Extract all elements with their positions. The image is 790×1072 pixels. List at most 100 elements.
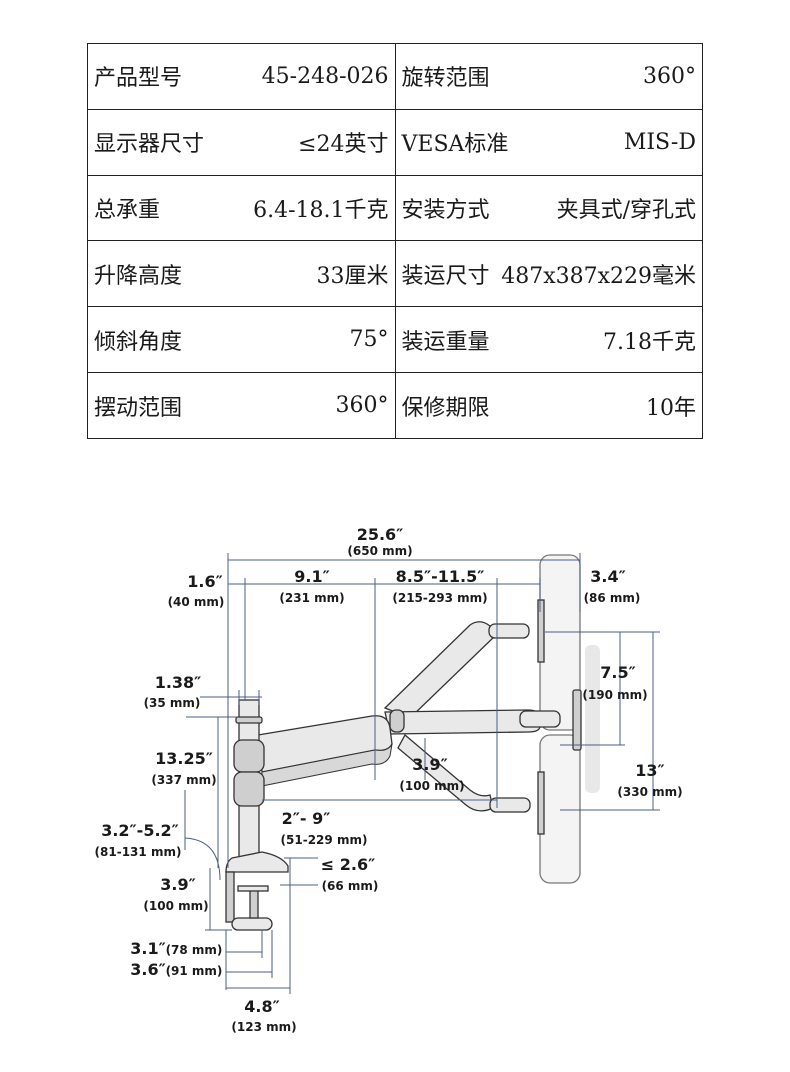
spec-row: 升降高度 33厘米装运尺寸 487x387x229毫米 <box>87 240 703 308</box>
pole-collar-lower <box>233 771 265 807</box>
base-width-imperial: 4.8″ <box>244 997 280 1016</box>
tilt-head-main <box>519 710 561 728</box>
clamp-lower-bar <box>237 885 269 892</box>
clamp-depth-b-metric: (91 mm) <box>166 964 223 978</box>
total-width-imperial: 25.6″ <box>357 525 404 544</box>
spec-value: MIS-D <box>623 129 696 155</box>
spec-cell-right: VESA标准 MIS-D <box>394 108 703 176</box>
spec-cell-left: 升降高度 33厘米 <box>87 240 396 308</box>
desk-max-imperial: ≤ 2.6″ <box>321 855 375 874</box>
spec-cell-left: 产品型号 45-248-026 <box>87 43 396 110</box>
clamp-top <box>225 851 289 873</box>
base-width-metric: (123 mm) <box>231 1020 296 1034</box>
screen-tilt-backdrop <box>585 645 600 793</box>
spec-value: 75° <box>349 327 389 353</box>
spec-cell-right: 装运尺寸 487x387x229毫米 <box>394 240 703 308</box>
pole-diameter-imperial: 1.38″ <box>155 673 202 692</box>
main-forearm <box>384 709 541 735</box>
screen-offset-imperial: 3.4″ <box>590 567 626 586</box>
spec-table: 产品型号 45-248-026 旋转范围 360° 显示器尺寸 ≤24英寸 VESA标准 MI… <box>87 43 703 439</box>
spec-label: 安装方式 <box>401 198 490 224</box>
spec-label: 升降高度 <box>94 263 183 289</box>
desk-range-imperial: 3.2″-5.2″ <box>101 821 179 840</box>
spec-row: 产品型号 45-248-026 旋转范围 360° <box>87 43 703 110</box>
lift-range-metric: (330 mm) <box>617 785 682 799</box>
clamp-reach-metric: (51-229 mm) <box>281 833 368 847</box>
clamp-reach-imperial: 2″- 9″ <box>282 809 331 828</box>
screen-offset-metric: (86 mm) <box>584 591 641 605</box>
spec-cell-left: 显示器尺寸 ≤24英寸 <box>87 108 396 176</box>
spec-row: 摆动范围 360° 保修期限 10年 <box>87 372 703 439</box>
pole-collar-upper <box>233 739 265 773</box>
clamp-foot <box>231 917 273 931</box>
spec-value: 360° <box>643 63 696 89</box>
screen-mount-lower <box>537 771 545 835</box>
pole-offset-imperial: 1.6″ <box>187 572 223 591</box>
spec-cell-left: 总承重 6.4-18.1千克 <box>87 174 396 242</box>
spec-value: 45-248-026 <box>261 63 389 89</box>
arm-upper-position <box>383 621 496 719</box>
monitor-arm-drawing <box>225 554 600 931</box>
arm-drop-metric: (100 mm) <box>399 779 464 793</box>
spec-label: 装运重量 <box>401 329 490 355</box>
tilt-range-metric: (190 mm) <box>582 688 647 702</box>
spec-label: 倾斜角度 <box>94 329 183 355</box>
spec-value: 487x387x229毫米 <box>501 263 696 289</box>
spec-row: 倾斜角度 75° 装运重量 7.18千克 <box>87 306 703 374</box>
clamp-height-metric: (100 mm) <box>143 899 208 913</box>
screen-lower-ghost <box>539 734 581 884</box>
arm-length-metric: (231 mm) <box>279 591 344 605</box>
pole-height-metric: (337 mm) <box>151 773 216 787</box>
pole-top-cap <box>235 716 263 724</box>
lift-range-imperial: 13″ <box>635 761 664 780</box>
spec-value: 10年 <box>646 395 696 421</box>
spec-label: 旋转范围 <box>401 66 490 92</box>
total-width-metric: (650 mm) <box>347 544 412 558</box>
spec-cell-left: 摆动范围 360° <box>87 372 396 439</box>
pole-diameter-metric: (35 mm) <box>144 696 201 710</box>
spec-value: 夹具式/穿孔式 <box>556 198 696 224</box>
arm-length-imperial: 9.1″ <box>294 567 330 586</box>
clamp-depth-a-metric: (78 mm) <box>166 943 223 957</box>
spec-cell-right: 安装方式 夹具式/穿孔式 <box>394 174 703 242</box>
clamp-depth-b-imperial: 3.6″ <box>130 960 166 979</box>
spec-label: 显示器尺寸 <box>94 132 205 158</box>
pole-height-imperial: 13.25″ <box>155 749 213 768</box>
extension-imperial: 8.5″-11.5″ <box>396 567 485 586</box>
spec-value: 7.18千克 <box>603 329 696 355</box>
screen-mount-main <box>572 689 582 751</box>
tilt-head-lower <box>489 797 531 813</box>
spec-label: VESA标准 <box>401 132 509 158</box>
spec-row: 总承重 6.4-18.1千克安装方式 夹具式/穿孔式 <box>87 174 703 242</box>
spec-cell-right: 装运重量 7.18千克 <box>394 306 703 374</box>
spec-label: 摆动范围 <box>94 395 183 421</box>
desk-range-metric: (81-131 mm) <box>95 845 182 859</box>
spec-row: 显示器尺寸 ≤24英寸 VESA标准 MIS-D <box>87 108 703 176</box>
forearm-joint <box>389 709 405 733</box>
spec-label: 保修期限 <box>401 395 490 421</box>
desk-max-metric: (66 mm) <box>322 879 379 893</box>
spec-cell-right: 保修期限 10年 <box>394 372 703 439</box>
clamp-depth-a-imperial: 3.1″ <box>130 939 166 958</box>
tilt-head-upper <box>488 623 530 639</box>
screen-mount-upper <box>537 599 545 663</box>
clamp-height-imperial: 3.9″ <box>160 875 196 894</box>
spec-label: 产品型号 <box>94 66 183 92</box>
arm-drop-imperial: 3.9″ <box>412 755 448 774</box>
spec-value: 360° <box>335 393 389 419</box>
dimension-labels: 25.6″ (650 mm) 1.6″ (40 mm) 9.1″ (231 mm… <box>95 525 683 1034</box>
clamp-screw <box>249 887 259 919</box>
spec-value: ≤24英寸 <box>298 132 389 158</box>
spec-label: 装运尺寸 <box>401 263 490 289</box>
spec-table-body: 产品型号 45-248-026 旋转范围 360° 显示器尺寸 ≤24英寸 VESA标准 MI… <box>87 43 703 439</box>
spec-cell-right: 旋转范围 360° <box>394 43 703 110</box>
spec-label: 总承重 <box>94 198 161 224</box>
tilt-range-imperial: 7.5″ <box>600 663 636 682</box>
clamp-body <box>225 871 235 923</box>
spec-value: 6.4-18.1千克 <box>253 198 389 224</box>
spec-cell-left: 倾斜角度 75° <box>87 306 396 374</box>
pole-offset-metric: (40 mm) <box>168 595 225 609</box>
spec-value: 33厘米 <box>316 263 389 289</box>
extension-metric: (215-293 mm) <box>392 591 487 605</box>
dimension-diagram: 25.6″ (650 mm) 1.6″ (40 mm) 9.1″ (231 mm… <box>95 525 683 1034</box>
